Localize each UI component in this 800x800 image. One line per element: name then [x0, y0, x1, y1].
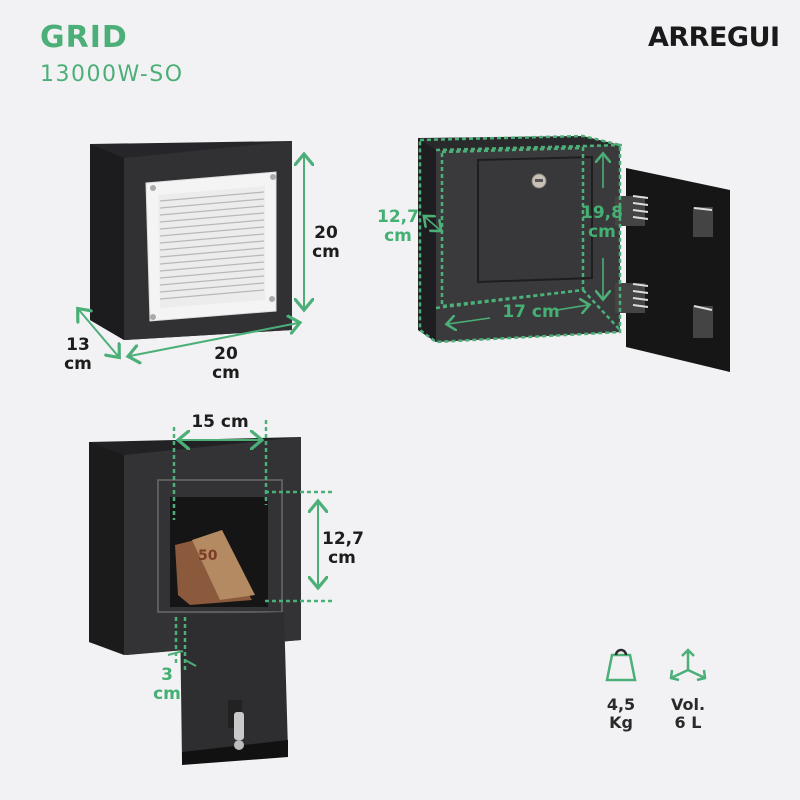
volume-value: 6 L	[674, 713, 702, 732]
weight-icon	[605, 648, 637, 682]
inner-depth-value: 12,7	[377, 207, 419, 227]
front-depth-unit: cm	[64, 354, 92, 374]
product-name: GRID	[40, 20, 128, 55]
slot-height-value: 12,7	[322, 529, 364, 549]
slot-width-label: 15 cm	[191, 412, 249, 432]
front-height-value: 20	[314, 223, 338, 243]
open-door-view-box	[418, 136, 730, 372]
volume-icon	[669, 648, 707, 682]
inner-height-value: 19,8	[581, 203, 623, 223]
inner-width-label: 17 cm	[502, 302, 560, 322]
front-height-label: 20 cm	[308, 224, 344, 262]
front-height-unit: cm	[312, 242, 340, 262]
front-width-label: 20 cm	[205, 345, 247, 383]
front-depth-label: 13 cm	[58, 336, 98, 374]
volume-spec: Vol. 6 L	[664, 696, 712, 732]
front-width-unit: cm	[212, 363, 240, 383]
front-width-value: 20	[214, 344, 238, 364]
flap-value: 3	[161, 665, 173, 685]
inner-height-label: 19,8 cm	[580, 204, 624, 242]
weight-value: 4,5	[606, 695, 636, 714]
model-code: 13000W-SO	[40, 62, 184, 87]
weight-spec: 4,5 Kg	[598, 696, 644, 732]
inner-depth-unit: cm	[384, 226, 412, 246]
weight-unit: Kg	[609, 713, 633, 732]
brand-logo: ARREGUI	[648, 22, 780, 53]
svg-text:50: 50	[198, 548, 218, 564]
inner-height-unit: cm	[588, 222, 616, 242]
flap-label: 3 cm	[150, 666, 184, 704]
slot-height-label: 12,7 cm	[322, 529, 364, 568]
slot-view-box: 50	[89, 437, 301, 765]
volume-label: Vol.	[670, 695, 706, 714]
slot-height-unit: cm	[328, 548, 356, 568]
inner-depth-label: 12,7 cm	[376, 208, 420, 246]
front-depth-value: 13	[66, 335, 90, 355]
front-view-box	[90, 141, 292, 340]
flap-unit: cm	[153, 684, 181, 704]
